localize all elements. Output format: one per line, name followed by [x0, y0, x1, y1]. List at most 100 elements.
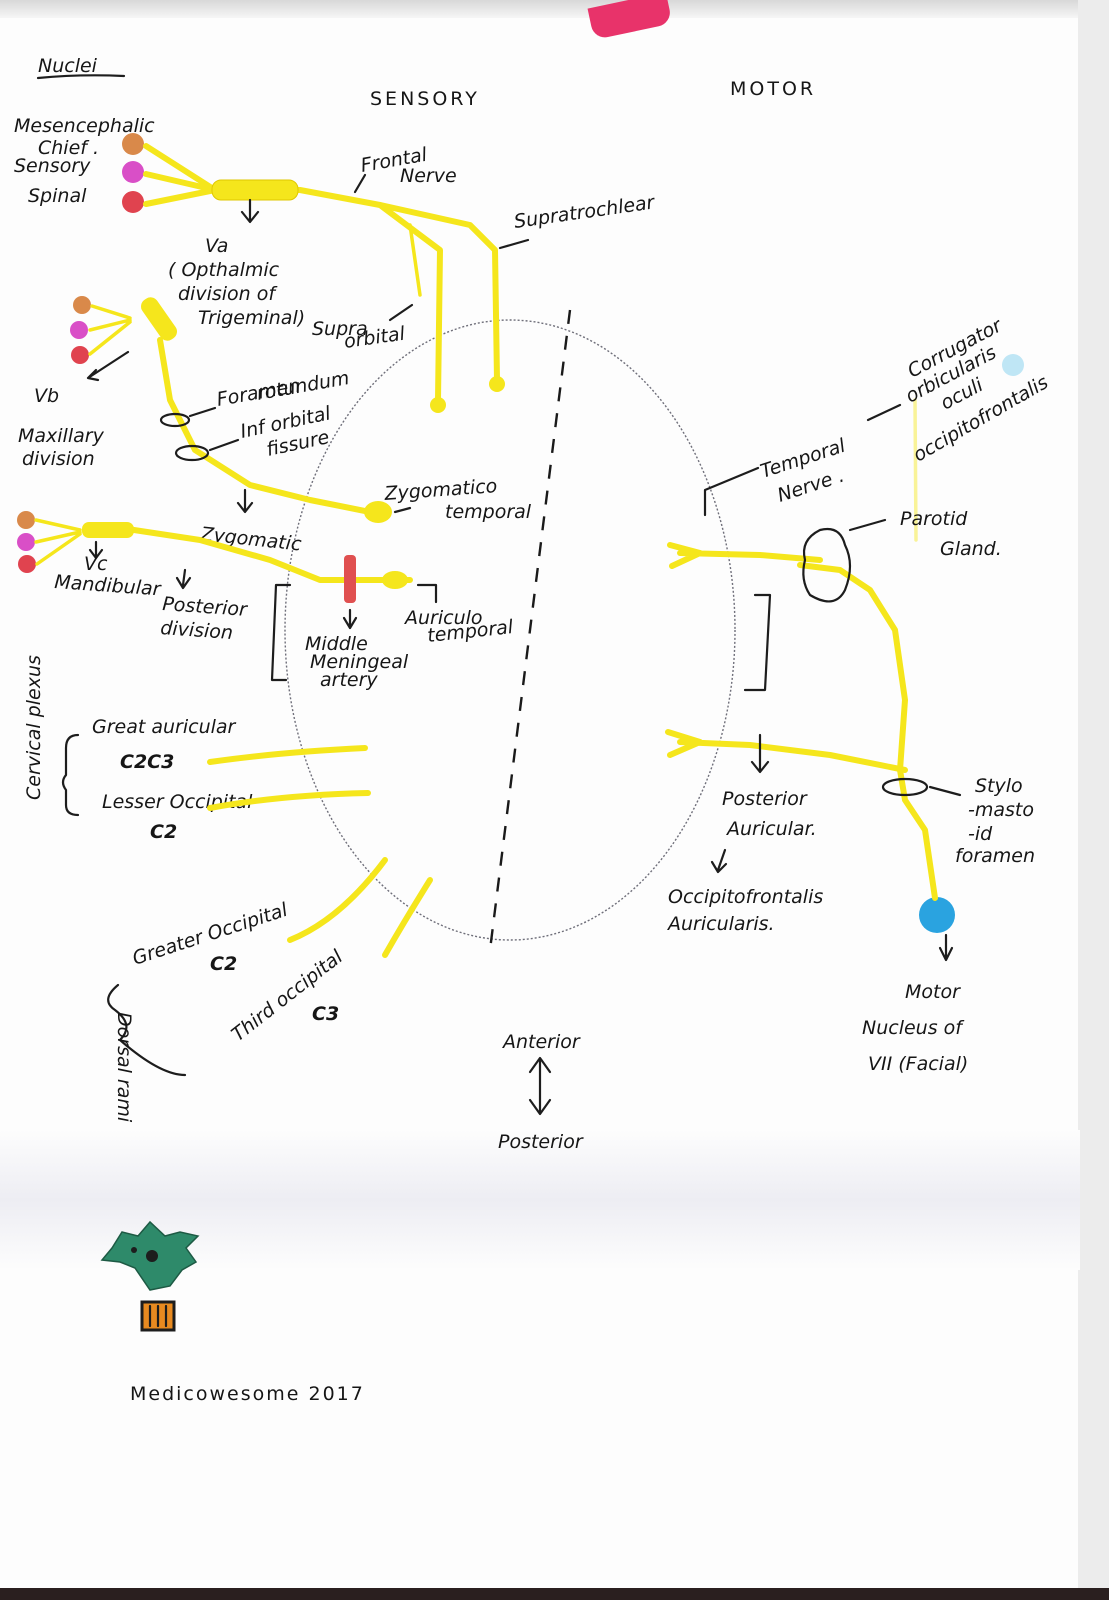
zygomatico-temporal-end	[364, 501, 392, 523]
label-occipitofrontalis-2: Occipitofrontalis	[668, 886, 823, 908]
label-auriculo-1: Auriculo	[403, 607, 483, 629]
medicowesome-logo	[100, 1220, 200, 1332]
arrow-temporal-targets	[866, 403, 902, 422]
label-chief-sensory-2: Sensory	[14, 155, 91, 177]
mandibular-nucleus-dot-2	[17, 533, 35, 551]
label-parotid-2: Gland.	[940, 538, 1002, 560]
arrow-auriculotemporal	[416, 583, 438, 604]
label-third-occipital: Third occipital	[228, 945, 348, 1045]
label-va-desc-3: Trigeminal)	[198, 307, 305, 329]
paper-sheet	[0, 0, 1080, 1600]
label-stylo-3: -id	[968, 823, 993, 845]
arrow-supratrochlear	[498, 238, 530, 250]
mandibular-roots	[34, 518, 82, 566]
supraorbital-twig	[408, 223, 422, 297]
supratrochlear-end	[489, 376, 505, 392]
temporal-to-frontalis-twig	[913, 398, 918, 542]
label-stylo-1: Stylo	[975, 775, 1023, 797]
arrow-occipitofrontalis	[710, 848, 728, 874]
label-anterior: Anterior	[501, 1031, 581, 1053]
supraorbital-end	[430, 397, 446, 413]
label-va-desc-2: division of	[178, 283, 278, 305]
middle-meningeal-artery	[344, 555, 356, 603]
label-cervical-plexus: Cervical plexus	[23, 655, 45, 800]
label-nucleus-3: VII (Facial)	[868, 1053, 968, 1075]
label-frontal-nerve-2: Nerve	[400, 165, 457, 187]
label-posterior-auricular-1: Posterior	[722, 788, 808, 810]
arrow-parotid	[848, 518, 887, 532]
arrow-posterior-division	[175, 568, 192, 590]
spinal-nucleus-dot	[122, 191, 144, 213]
label-foramen-2: rotundum	[255, 367, 351, 405]
label-zygomatic: Zygomatic	[198, 523, 303, 556]
trigeminal-ganglion-va	[211, 179, 299, 201]
label-posterior: Posterior	[498, 1131, 584, 1153]
label-c2c3: C2C3	[120, 751, 174, 773]
arrow-zygomatico-temporal	[393, 506, 412, 514]
label-maxillary-1: Maxillary	[18, 425, 105, 447]
arrow-mma	[342, 608, 358, 630]
label-nucleus-1: Motor	[905, 981, 961, 1003]
heading-nuclei: Nuclei	[38, 55, 98, 77]
label-va: Va	[205, 235, 228, 257]
label-stylo-2: -masto	[968, 799, 1034, 821]
label-c3: C3	[312, 1003, 339, 1025]
third-occipital-nerve	[382, 877, 433, 958]
maxillary-nerve	[157, 337, 373, 515]
arrow-frontal	[353, 173, 367, 194]
parotid-gland-outline	[802, 527, 852, 603]
brand-text: Medicowesome 2017	[130, 1383, 365, 1405]
bracket-cervical-plexus	[61, 733, 80, 817]
label-supratrochlear: Supratrochlear	[513, 191, 657, 233]
label-mma-1: Middle	[305, 633, 368, 655]
temporal-branch	[667, 542, 823, 569]
inf-orbital-fissure-icon	[174, 444, 210, 462]
maxillary-roots	[88, 304, 132, 356]
maxillary-nucleus-dot-1	[73, 296, 91, 314]
trigeminal-ganglion-vc	[82, 522, 134, 538]
page-right-edge	[1078, 0, 1109, 1600]
facial-nerve-trunk	[797, 562, 938, 901]
label-great-auricular: Great auricular	[92, 716, 237, 738]
greater-occipital-nerve	[287, 857, 388, 943]
maxillary-nucleus-dot-2	[70, 321, 88, 339]
label-zygomatico-2: temporal	[445, 501, 532, 523]
bracket-dorsal-rami	[107, 983, 187, 1077]
bracket-auricular	[743, 593, 772, 692]
arrow-foramen	[188, 406, 217, 418]
label-posterior-division-1: Posterior	[162, 593, 249, 621]
mandibular-nucleus-dot-3	[18, 555, 36, 573]
label-spinal: Spinal	[28, 185, 87, 207]
arrow-temporal-nerve	[703, 466, 760, 517]
arrow-vb	[86, 350, 130, 382]
label-vc: Vc	[84, 553, 108, 575]
posterior-auricular-branch	[665, 729, 908, 773]
stylomastoid-foramen-icon	[881, 777, 929, 797]
scalp-outline	[284, 319, 736, 941]
auriculotemporal-end	[382, 571, 408, 589]
nuclei-underline	[36, 74, 126, 80]
chief-sensory-nucleus-dot	[122, 161, 144, 183]
arrow-va	[240, 198, 260, 224]
heading-sensory: SENSORY	[370, 88, 480, 110]
arrow-motor-nucleus	[938, 933, 954, 962]
arrow-zygomatic	[236, 488, 254, 514]
supratrochlear-branch	[377, 202, 500, 383]
label-mma-2: Meningeal	[310, 651, 409, 673]
label-va-desc-1: ( Opthalmic	[168, 259, 280, 281]
foramen-rotundum-icon	[159, 412, 191, 428]
label-chief-sensory-1: Chief .	[38, 137, 99, 159]
label-auricularis: Auricularis.	[666, 913, 775, 935]
label-mandibular: Mandibular	[54, 571, 163, 600]
maxillary-nucleus-dot-3	[71, 346, 89, 364]
label-c2-lesser: C2	[150, 821, 177, 843]
mesencephalic-nucleus-dot	[122, 133, 144, 155]
label-supraorbital-1: Supra	[312, 318, 368, 340]
trigeminal-ganglion-vb	[141, 297, 177, 341]
lesser-occipital-nerve	[207, 790, 371, 811]
anterior-posterior-arrow	[528, 1056, 552, 1116]
ophthalmic-nerve	[143, 143, 443, 403]
ophthalmic-roots	[143, 171, 218, 207]
label-maxillary-2: division	[22, 448, 95, 470]
